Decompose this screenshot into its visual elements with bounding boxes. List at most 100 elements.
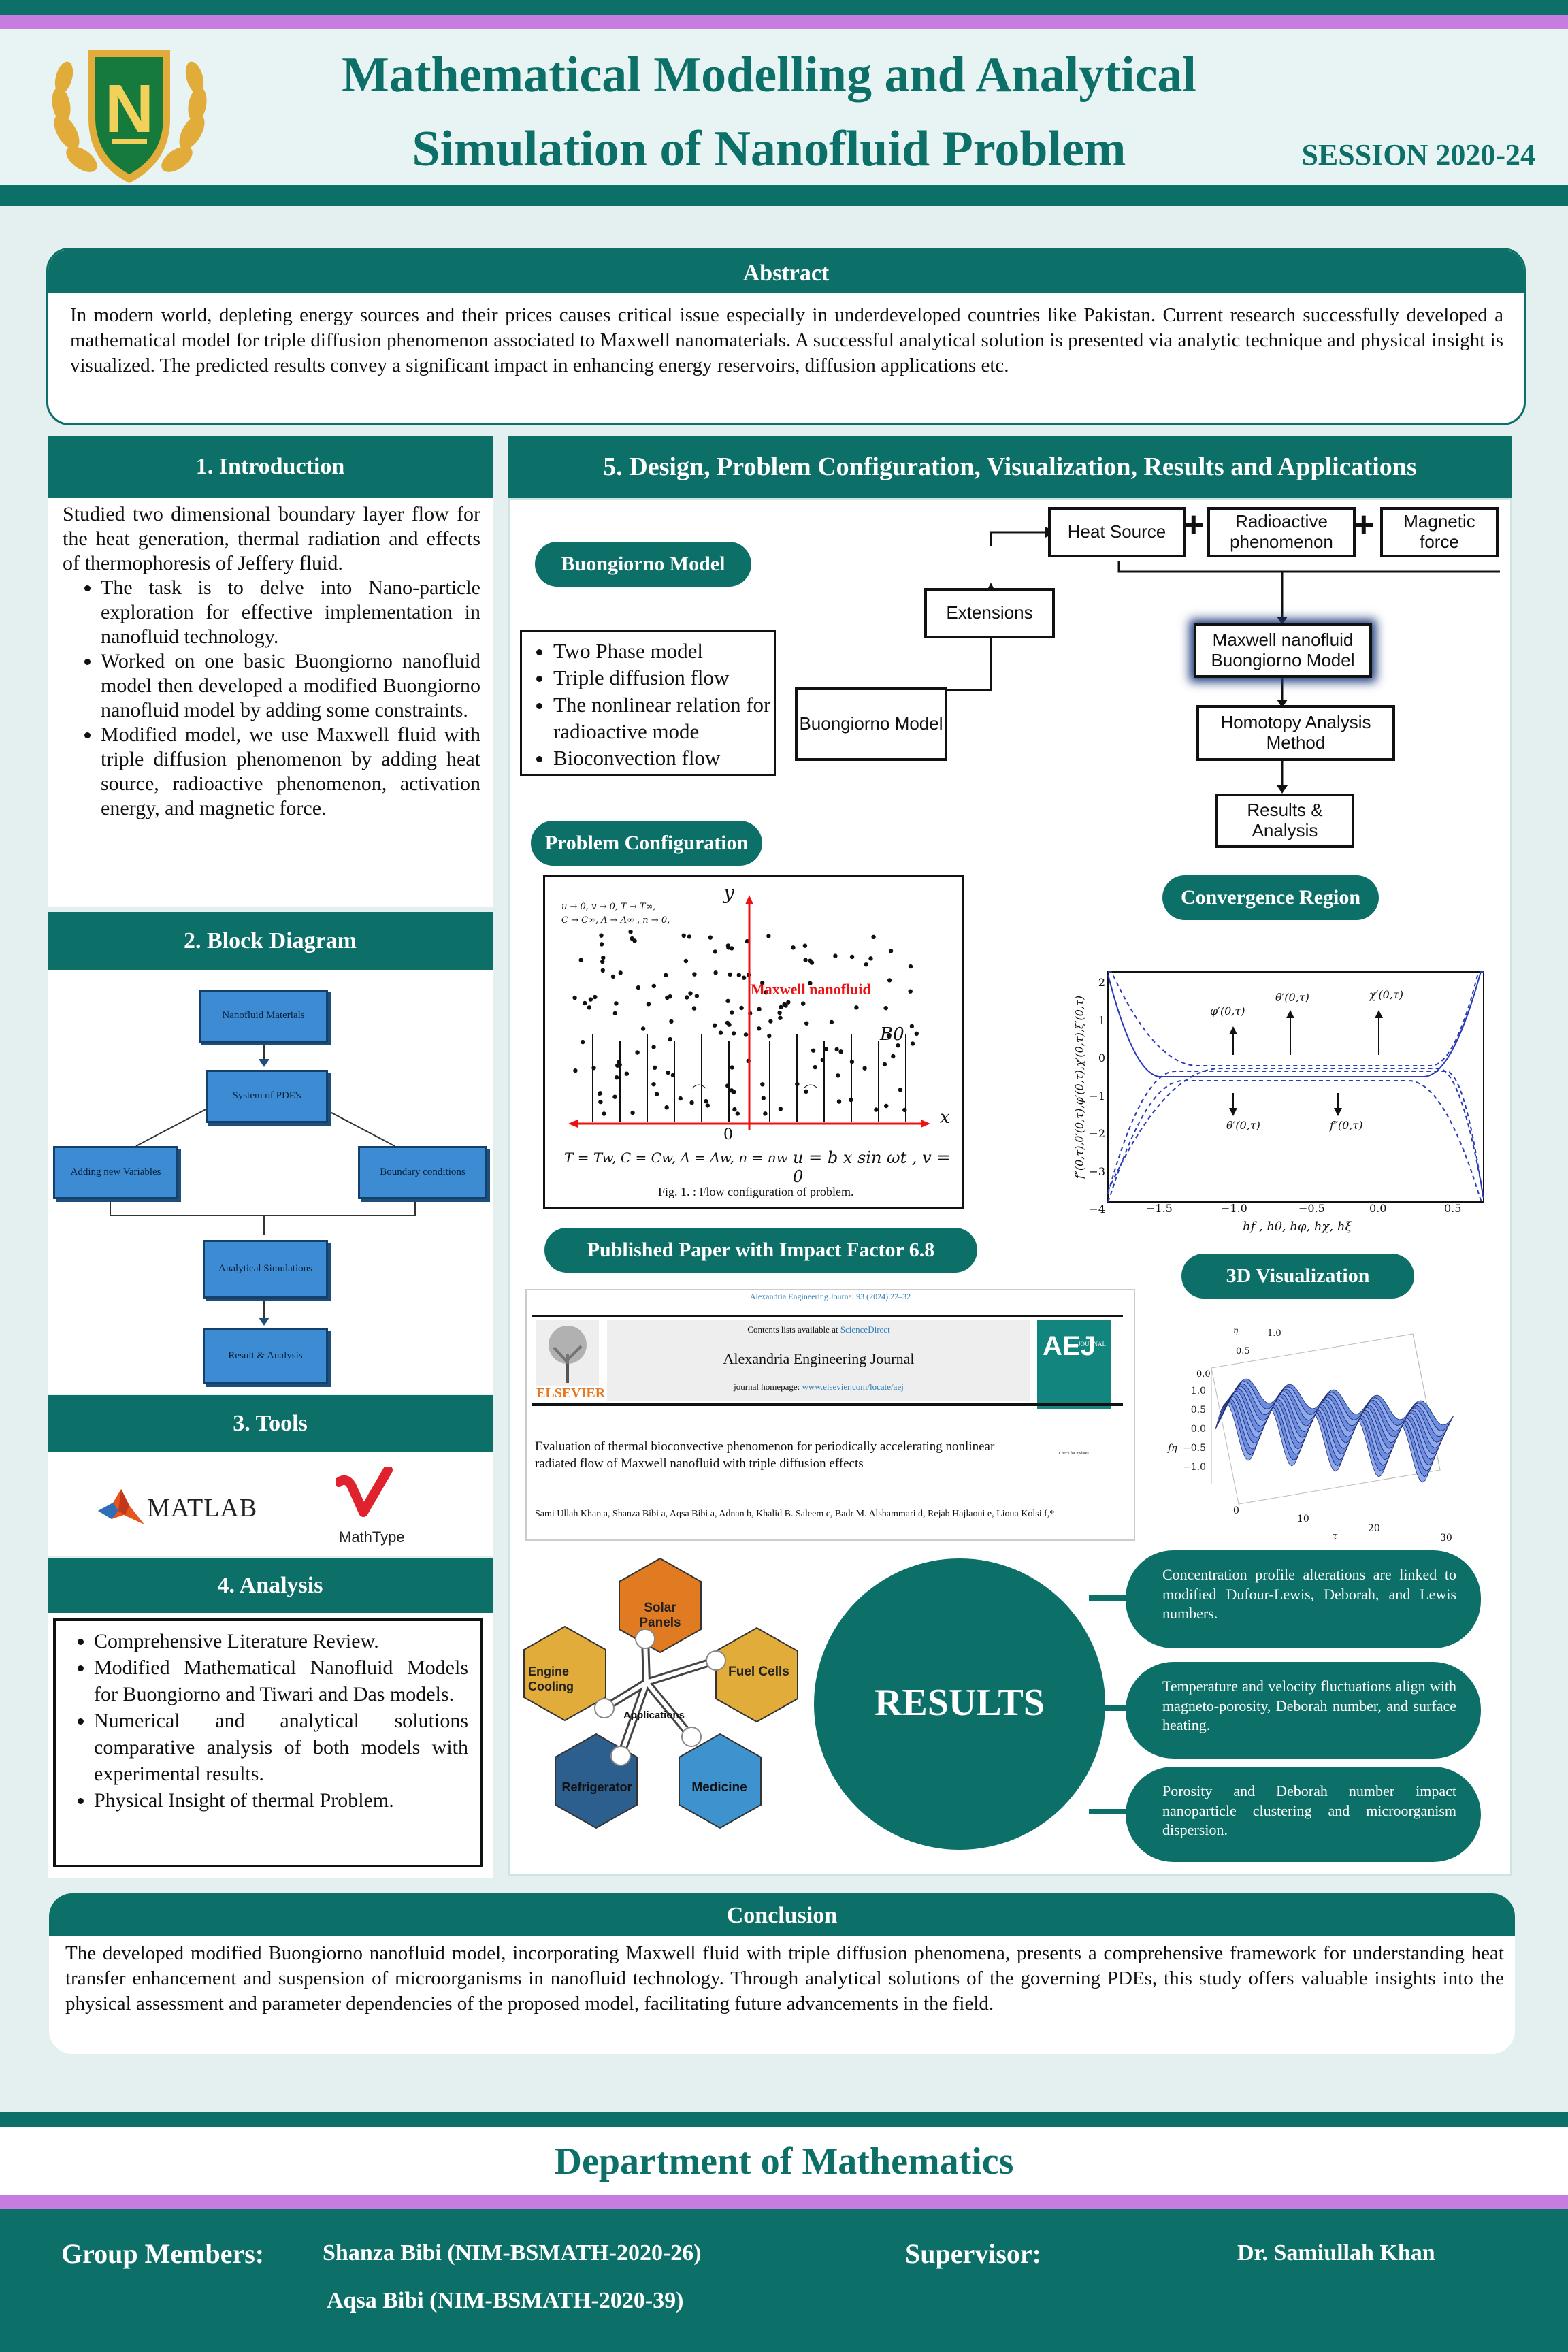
- plus-sign: +: [1183, 504, 1205, 545]
- particle-dot: [572, 995, 577, 1000]
- visualization-3d-chart: η 1.0 0.5 0.0 1.0 0.5 0.0 −0.5 −1.0 fη 0…: [1168, 1320, 1466, 1552]
- mathtype-label: MathType: [339, 1529, 405, 1546]
- homepage-line: journal homepage: www.elsevier.com/locat…: [734, 1382, 904, 1392]
- paper-title: Evaluation of thermal bioconvective phen…: [535, 1439, 995, 1471]
- particle-dot: [735, 1111, 740, 1116]
- abstract-text: In modern world, depleting energy source…: [70, 304, 1503, 377]
- list-item: Physical Insight of thermal Problem.: [94, 1787, 468, 1814]
- particle-dot: [636, 985, 641, 990]
- particle-dot: [808, 981, 813, 985]
- flow-results-analysis: Results & Analysis: [1215, 794, 1354, 848]
- particle-dot: [811, 1048, 816, 1053]
- particle-dot: [914, 1031, 919, 1036]
- convergence-region-pill: Convergence Region: [1162, 875, 1379, 920]
- particle-dot: [628, 930, 633, 934]
- particle-dot: [910, 1041, 915, 1046]
- published-paper-pill: Published Paper with Impact Factor 6.8: [544, 1228, 977, 1273]
- buongiorno-list: Two Phase model Triple diffusion flow Th…: [522, 632, 774, 772]
- flow-extensions: Extensions: [924, 588, 1055, 638]
- app-refrigerator: Refrigerator: [561, 1780, 632, 1794]
- flow-homotopy-analysis: Homotopy Analysis Method: [1196, 705, 1395, 761]
- viz-ylabel: η: [1233, 1326, 1239, 1335]
- particle-dot: [730, 1010, 734, 1015]
- particle-dot: [691, 1006, 697, 1011]
- convergence-xlabel: hf , hθ, hφ, hχ, hξ: [1243, 1220, 1352, 1234]
- buongiorno-list-box: Two Phase model Triple diffusion flow Th…: [520, 630, 776, 776]
- aej-small-label: JOURNAL: [1078, 1341, 1107, 1348]
- particle-dot: [761, 1096, 766, 1100]
- introduction-panel: Studied two dimensional boundary layer f…: [48, 498, 493, 906]
- x-tick: −0.5: [1298, 1202, 1325, 1215]
- particle-dot: [689, 1100, 694, 1105]
- particle-dot: [597, 1091, 602, 1096]
- convergence-curve: [1108, 971, 1484, 1066]
- conclusion-text: The developed modified Buongiorno nanofl…: [65, 1942, 1504, 2015]
- app-solar-panels: Solar Panels: [639, 1601, 681, 1630]
- problem-configuration-pill: Problem Configuration: [531, 821, 762, 866]
- particle-dot: [743, 1032, 749, 1037]
- problem-configuration-figure: u → 0, v → 0, T → T∞, C → C∞, Λ → Λ∞ , n…: [543, 875, 964, 1209]
- tools-panel: MATLAB MathType: [48, 1452, 493, 1556]
- particle-dot: [588, 997, 593, 1002]
- viz-y-tick: 0.5: [1236, 1346, 1250, 1356]
- particle-dot: [909, 1024, 915, 1029]
- block-boundary-conditions: Boundary conditions: [358, 1146, 487, 1199]
- result-item-2: Temperature and velocity fluctuations al…: [1126, 1662, 1481, 1759]
- divider: [532, 1315, 1123, 1317]
- convergence-curve: [1107, 1068, 1484, 1198]
- maxwell-nanofluid-label: Maxwell nanofluid: [751, 981, 871, 998]
- particle-dot: [739, 1005, 744, 1011]
- footer: Group Members: Shanza Bibi (NIM-BSMATH-2…: [0, 2209, 1568, 2352]
- list-item: Modified Mathematical Nanofluid Models f…: [94, 1654, 468, 1708]
- particle-dot: [640, 1026, 646, 1031]
- university-logo: N: [52, 50, 207, 183]
- results-circle: RESULTS: [814, 1558, 1105, 1850]
- visualization-3d-pill: 3D Visualization: [1181, 1254, 1414, 1298]
- boundary-conditions-top: u → 0, v → 0, T → T∞, C → C∞, Λ → Λ∞ , n…: [561, 902, 670, 926]
- list-item: Worked on one basic Buongiorno nanofluid…: [101, 649, 480, 723]
- list-item: Comprehensive Literature Review.: [94, 1628, 468, 1654]
- particle-dot: [601, 956, 606, 960]
- viz-zlabel: fη: [1168, 1443, 1177, 1454]
- particle-dot: [887, 978, 892, 983]
- list-item: The task is to delve into Nano-particle …: [101, 576, 480, 649]
- top-purple-band: [0, 15, 1568, 29]
- particle-dot: [804, 1021, 809, 1026]
- published-paper-preview: Alexandria Engineering Journal 93 (2024)…: [525, 1289, 1135, 1541]
- surface-plot: [1211, 1333, 1454, 1505]
- particle-dot: [573, 1068, 578, 1073]
- particle-dot: [809, 960, 815, 965]
- particle-dot: [614, 1001, 619, 1006]
- particle-dot: [713, 970, 718, 975]
- particle-dot: [668, 1036, 672, 1042]
- list-item: Modified model, we use Maxwell fluid wit…: [101, 723, 480, 821]
- result-item-3: Porosity and Deborah number impact nanop…: [1126, 1767, 1481, 1862]
- particle-dot: [668, 994, 672, 999]
- particle-dot: [581, 1039, 585, 1045]
- particle-dot: [587, 1005, 591, 1010]
- flow-heat-source: Heat Source: [1048, 507, 1186, 557]
- particle-dot: [836, 1099, 842, 1104]
- analysis-title: 4. Analysis: [48, 1558, 493, 1613]
- particle-dot: [718, 1030, 723, 1035]
- particle-dot: [778, 1015, 783, 1020]
- particle-dot: [635, 1050, 640, 1055]
- x-tick: −1.5: [1146, 1202, 1173, 1215]
- particle-dot: [678, 1096, 683, 1101]
- particle-dot: [646, 1002, 651, 1007]
- axis-x-label: x: [940, 1107, 950, 1128]
- particle-dot: [666, 1070, 670, 1075]
- particle-dot: [908, 964, 913, 969]
- particle-dot: [766, 934, 771, 938]
- particle-dot: [708, 935, 713, 940]
- header-bottom-band: [0, 185, 1568, 206]
- particle-dot: [654, 1092, 659, 1096]
- particle-dot: [730, 946, 734, 951]
- particle-dot: [624, 1071, 630, 1076]
- convergence-ylabel: f″(0,τ),θ′(0,τ),φ′(0,τ),χ′(0,τ),ξ′(0,τ): [1073, 995, 1086, 1179]
- particle-dot: [804, 1089, 808, 1094]
- plus-sign: +: [1353, 504, 1375, 545]
- particle-dot: [704, 1098, 708, 1104]
- particle-dot: [874, 1107, 879, 1112]
- results-title: RESULTS: [874, 1682, 1045, 1724]
